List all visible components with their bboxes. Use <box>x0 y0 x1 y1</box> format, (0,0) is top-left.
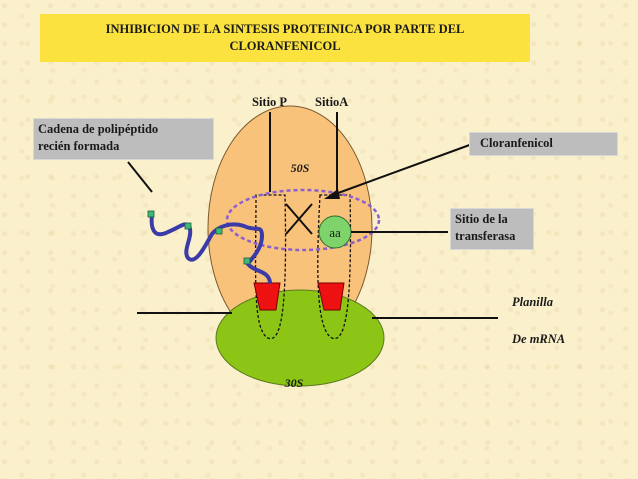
cloranfenicol-arrow-line <box>329 142 476 197</box>
title-line-2: CLORANFENICOL <box>229 39 341 53</box>
planilla-label: Planilla <box>512 295 553 309</box>
cloranfenicol-arrow-head <box>324 189 340 199</box>
subunit-30s-label: 30S <box>284 376 304 390</box>
polypeptide-chain <box>149 212 272 284</box>
aa-label: aa <box>329 225 341 240</box>
cloranfenicol-label-box: Cloranfenicol <box>469 132 618 156</box>
trna-a-site <box>317 282 345 311</box>
transferase-ring <box>225 188 381 252</box>
title-box: INHIBICION DE LA SINTESIS PROTEINICA POR… <box>40 14 530 62</box>
subunit-30s-shape <box>215 289 385 387</box>
site-p-outline <box>254 194 287 340</box>
sitio-p-label: Sitio P <box>252 95 288 109</box>
site-a-outline <box>317 194 352 340</box>
subunit-50s-label: 50S <box>291 161 310 175</box>
cadena-label-line-1: Cadena de polipéptido <box>38 122 159 136</box>
cloranfenicol-label: Cloranfenicol <box>480 136 553 150</box>
chain-link-2 <box>184 222 192 230</box>
mrna-label: De mRNA <box>512 332 566 346</box>
chain-link-3 <box>215 227 223 235</box>
transferasa-label-line-2: transferasa <box>455 229 516 243</box>
transferasa-label-line-1: Sitio de la <box>455 212 508 226</box>
cadena-label-box: Cadena de polipéptido recién formada <box>33 118 214 160</box>
chain-link-4 <box>243 257 251 265</box>
cadena-label-line-2: recién formada <box>38 139 120 153</box>
sitio-a-label: SitioA <box>315 95 349 109</box>
title-line-1: INHIBICION DE LA SINTESIS PROTEINICA POR… <box>105 22 465 36</box>
chain-link-1 <box>147 210 155 218</box>
transferasa-label-box: Sitio de la transferasa <box>450 208 534 250</box>
cadena-pointer <box>127 161 153 193</box>
inhibition-x-b <box>285 203 313 235</box>
